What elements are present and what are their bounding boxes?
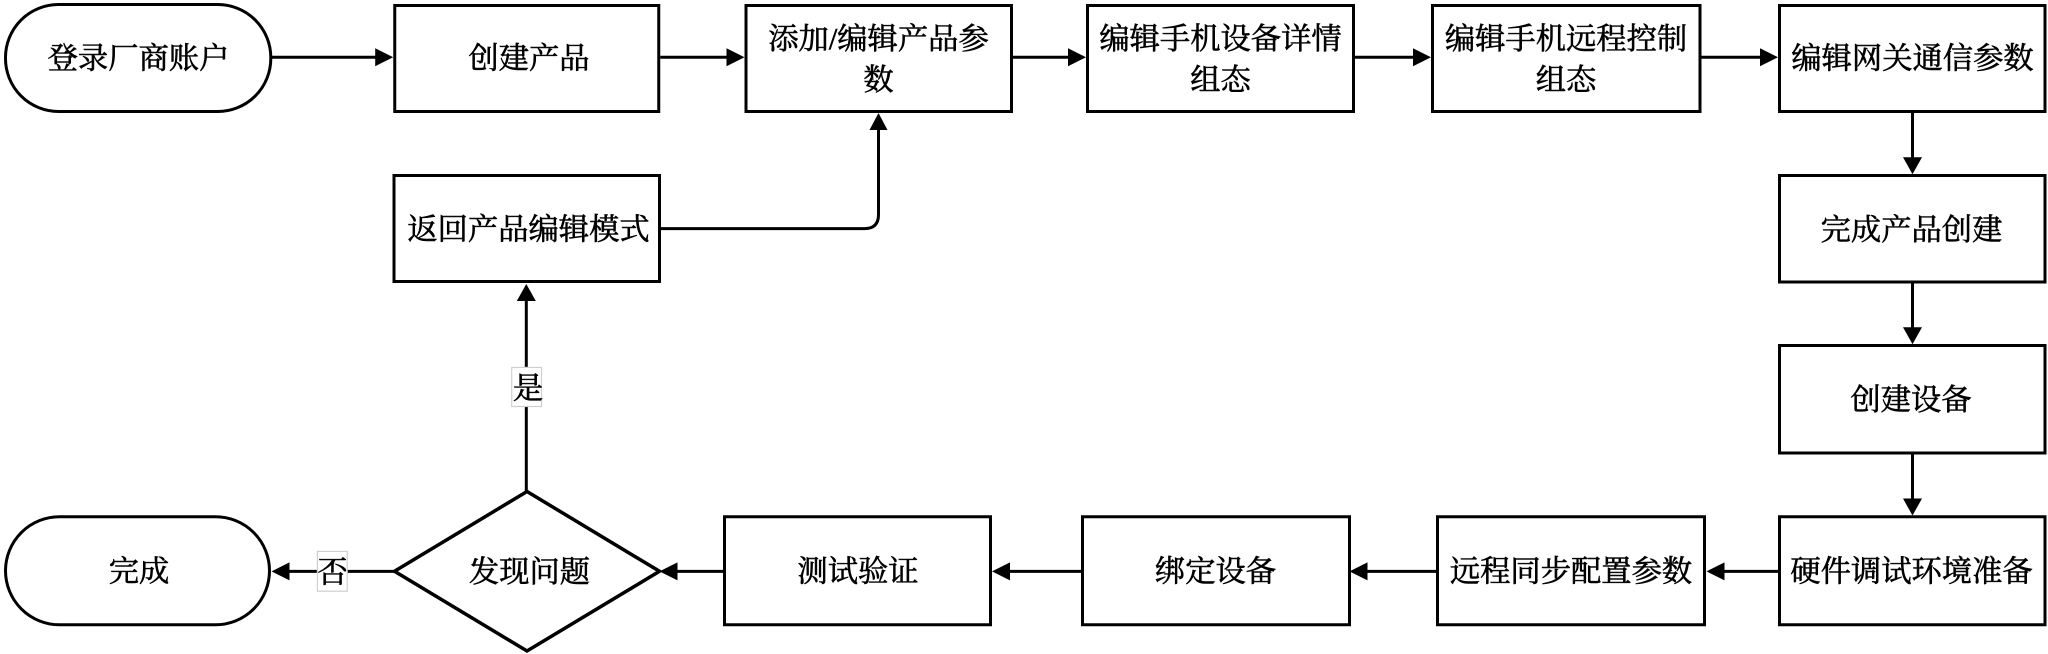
svg-text:发现问题: 发现问题 [469, 555, 590, 589]
svg-text:数: 数 [863, 63, 893, 97]
svg-text:创建设备: 创建设备 [1850, 383, 1971, 417]
svg-text:编辑网关通信参数: 编辑网关通信参数 [1791, 42, 2033, 76]
svg-text:登录厂商账户: 登录厂商账户 [48, 42, 230, 76]
svg-text:否: 否 [317, 555, 347, 589]
svg-text:是: 是 [513, 371, 543, 405]
svg-text:硬件调试环境准备: 硬件调试环境准备 [1790, 555, 2032, 589]
svg-text:编辑手机设备详情: 编辑手机设备详情 [1099, 22, 1341, 56]
svg-text:组态: 组态 [1536, 63, 1597, 97]
svg-text:添加/编辑产品参: 添加/编辑产品参 [768, 22, 989, 56]
svg-text:编辑手机远程控制: 编辑手机远程控制 [1445, 22, 1687, 56]
svg-text:测试验证: 测试验证 [797, 555, 918, 589]
svg-text:组态: 组态 [1190, 63, 1251, 97]
svg-text:远程同步配置参数: 远程同步配置参数 [1450, 555, 1692, 589]
svg-text:绑定设备: 绑定设备 [1155, 555, 1276, 589]
svg-text:完成产品创建: 完成产品创建 [1821, 213, 2003, 247]
svg-text:完成: 完成 [109, 555, 170, 589]
svg-text:创建产品: 创建产品 [468, 42, 589, 76]
svg-text:返回产品编辑模式: 返回产品编辑模式 [407, 213, 649, 247]
